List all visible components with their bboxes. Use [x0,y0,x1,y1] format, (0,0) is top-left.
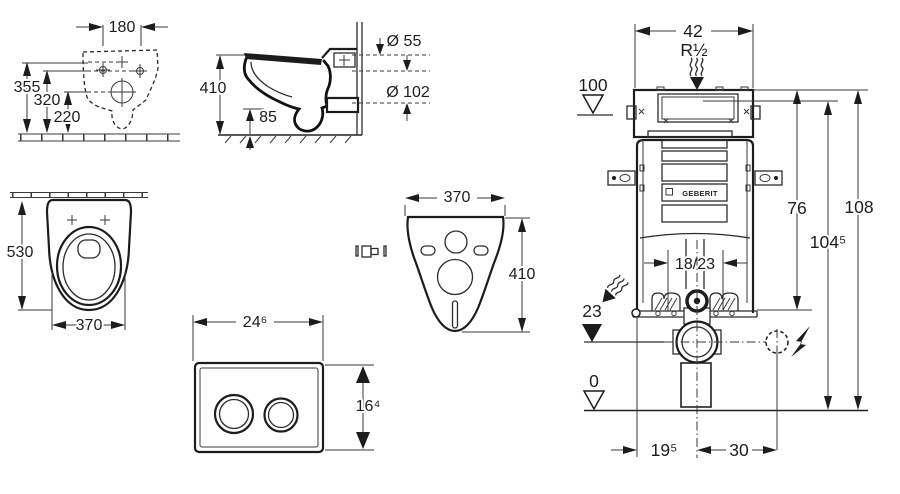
wall-bracket-left [607,170,636,186]
dim-thread: R½ [680,40,708,60]
dim-outlet-dia: Ø 102 [386,84,430,101]
styrofoam-ledge [647,130,733,138]
bowl-outline [45,198,133,312]
dim-heights-group: 355 320 220 [12,62,90,133]
cistern-top [626,86,761,139]
wc-bowl-profile [242,47,360,133]
cover-curve [639,232,751,239]
dim-bolt-spacing: 180 [109,19,136,36]
dim-180-group: 180 [76,17,168,46]
corner-anchor [631,308,641,318]
power-connection [765,326,810,357]
dim-plate-height-group: 16⁴ [325,364,382,451]
dim-220: 220 [54,109,81,126]
dim-42-group: 42 R½ [634,19,754,88]
dim-foot-range: 18/23 [675,256,715,273]
pad-cutouts [420,230,489,329]
screw-marks [663,118,734,124]
dim-76-group: 76 [785,90,809,310]
dim-pad-height: 410 [509,266,536,283]
wc-body-outline-dashed [82,49,159,130]
dim-410-pad-group: 410 [462,217,537,333]
fixing-point-icon [96,56,147,107]
dim-outlet-height: 85 [259,109,277,126]
side-tab-left [626,105,637,120]
dim-depth: 530 [7,244,34,261]
foot-right [709,292,739,317]
wall-bracket-right [754,170,783,186]
flush-plate-view: 24⁶ 16⁴ [192,312,382,454]
dim-410-side: 410 [200,80,227,97]
installation-frame-view: 42 R½ 100 23 0 [576,19,876,462]
drain-pipe [680,362,712,408]
reference-lines [584,89,868,412]
level-23: 23 [582,301,601,321]
level-marker-23: 23 [580,299,604,342]
plate-inner-bezel [199,367,319,448]
flush-button-large [213,393,255,435]
dim-108-group: 108 [842,90,876,410]
foot-left [651,292,681,317]
flush-button-small [263,397,299,433]
wc-side-view: 410 Ø 55 Ø 102 [198,22,432,150]
dim-plate-width: 24⁶ [243,314,267,331]
dim-320: 320 [34,92,61,109]
access-slats [661,139,728,223]
dim-inlet-dia: Ø 55 [387,33,422,50]
wall-section [218,22,363,144]
dim-width-top: 370 [76,317,103,334]
dim-frame-height: 76 [787,198,806,218]
plate-outline [193,361,325,454]
dim-530-group: 530 [5,201,52,311]
wall-hatch-top [10,192,148,198]
pad-outline [406,215,505,333]
dim-104-group: 104⁵ [808,101,848,410]
dim-pad-width: 370 [444,189,471,206]
dim-plate-height: 16⁴ [356,398,381,415]
dim-total-height: 108 [844,197,873,217]
flush-pipe [685,239,705,289]
insulation-pad-view: 370 410 [355,187,537,333]
dim-foot-range-group: 18/23 [644,250,747,311]
frame-base [631,289,758,325]
dim-diameters: Ø 55 Ø 102 [352,31,432,121]
dim-drain-offset: 19⁵ [651,440,678,460]
brand-text: GEBERIT [682,189,718,198]
dim-alt-height: 104⁵ [810,232,846,252]
level-0: 0 [589,371,599,391]
level-marker-0: 0 [582,369,606,411]
alt-supply-icon [602,274,629,303]
fixing-bolt-icon [355,245,387,258]
dim-plate-width-group: 24⁶ [192,312,324,361]
lightning-icon [791,326,810,357]
wc-front-view: 180 355 320 220 [12,17,180,142]
dim-power-offset: 30 [729,440,749,460]
dim-bottom-offsets: 19⁵ 30 [611,317,778,462]
level-marker-100: 100 [576,73,613,116]
level-100: 100 [578,75,607,95]
brand-logo: GEBERIT [665,188,718,198]
dim-370-pad-group: 370 [404,187,506,216]
centerline-dashes [45,61,133,93]
dim-370-top-group: 370 [51,272,126,336]
wc-top-view: 530 370 [5,192,148,336]
frame-body: GEBERIT [635,138,755,313]
floor-hatch-front [18,133,180,142]
dim-85: 85 [243,107,279,150]
side-tab-right [750,105,761,120]
dim-frame-width: 42 [683,21,702,41]
dim-355: 355 [14,79,41,96]
